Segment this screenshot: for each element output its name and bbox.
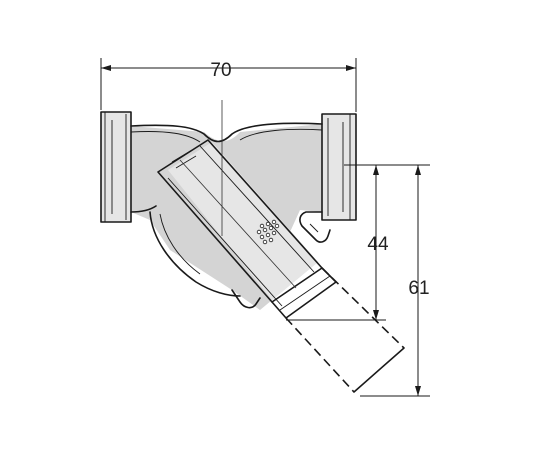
- dimension-screen-height: [344, 164, 390, 321]
- dimension-total-height: [360, 164, 430, 397]
- dimension-overall-length-label: 70: [210, 60, 231, 81]
- dimension-overall-length: [100, 58, 357, 112]
- dimension-total-height-label: 61: [408, 278, 429, 299]
- dimension-screen-height-label: 44: [367, 234, 389, 255]
- screen-perforation: [256, 219, 280, 245]
- screen-cap: [157, 139, 337, 319]
- removal-envelope: [285, 267, 405, 393]
- body-outline: [100, 111, 357, 309]
- centre-lines: [179, 100, 297, 289]
